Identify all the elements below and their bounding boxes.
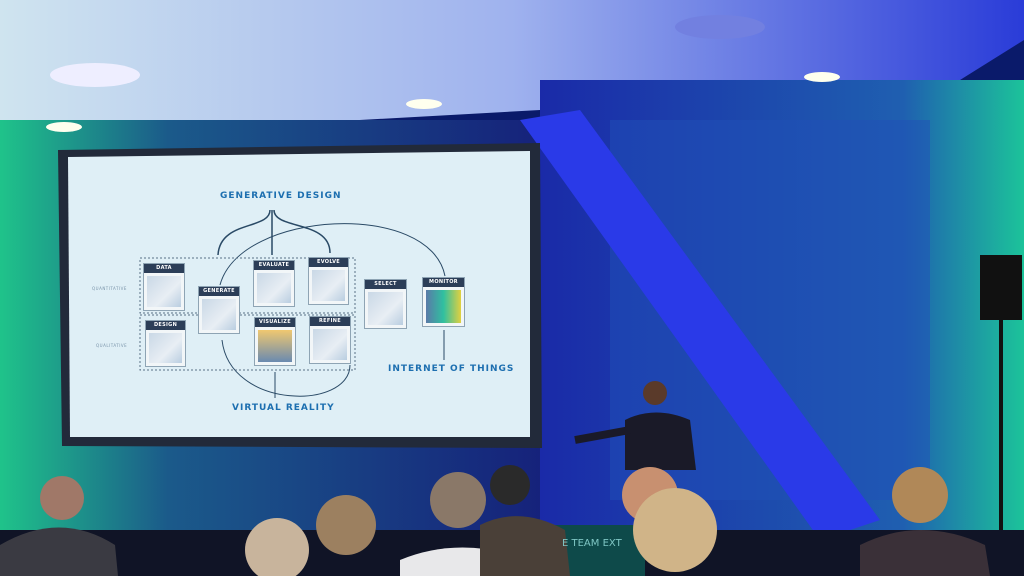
desk-banner [555, 525, 645, 576]
audience-head [40, 476, 84, 520]
presenter-head [643, 381, 667, 405]
box-generate: GENERATE [198, 286, 240, 334]
presenter-body [625, 412, 696, 470]
box-image [149, 333, 182, 363]
box-evolve: EVOLVE [308, 257, 349, 305]
box-data: DATA [143, 263, 185, 311]
ceiling-vent [50, 63, 140, 87]
ceiling-light [46, 122, 82, 132]
box-label: EVALUATE [254, 261, 294, 270]
audience-head [316, 495, 376, 555]
box-label: DESIGN [146, 321, 185, 330]
audience-head [245, 518, 309, 576]
box-image [426, 290, 461, 323]
audience-body [0, 527, 118, 576]
box-image [313, 329, 347, 360]
audience-head [430, 472, 486, 528]
presenter-arm [574, 426, 631, 444]
diagonal-beam [520, 110, 880, 540]
box-label: GENERATE [199, 287, 239, 296]
row-label-qualitative: QUALITATIVE [96, 343, 128, 348]
box-image [258, 330, 292, 362]
box-label: DATA [144, 264, 184, 273]
box-visualize: VISUALIZE [254, 317, 296, 366]
box-select: SELECT [364, 279, 407, 329]
box-image [368, 292, 403, 325]
slide-arrows [217, 209, 331, 256]
audience-head [490, 465, 530, 505]
ceiling-light [804, 72, 840, 82]
box-image [312, 270, 345, 301]
box-refine: REFINE [309, 316, 351, 364]
quantitative-group [139, 257, 356, 314]
ceiling-vent [675, 15, 765, 39]
desk-banner-text: E TEAM EXT [562, 538, 622, 549]
speaker-stand [999, 320, 1003, 550]
audience-body [480, 516, 570, 576]
slide-title-virtual-reality: VIRTUAL REALITY [232, 403, 335, 413]
box-label: SELECT [365, 280, 406, 289]
box-image [147, 276, 181, 307]
box-image [202, 299, 236, 330]
qualitative-group [139, 314, 356, 371]
box-label: VISUALIZE [255, 318, 295, 327]
slide-title-internet-of-things: INTERNET OF THINGS [388, 364, 515, 374]
box-evaluate: EVALUATE [253, 260, 295, 307]
ceiling-light [406, 99, 442, 109]
audience-body [860, 530, 990, 576]
ceiling [0, 0, 1024, 140]
box-image [257, 273, 291, 303]
box-label: EVOLVE [309, 258, 348, 267]
audience-head [892, 467, 948, 523]
slide-connectors [219, 223, 446, 398]
row-label-quantitative: QUANTITATIVE [92, 286, 127, 291]
audience-head [633, 488, 717, 572]
box-design: DESIGN [145, 320, 186, 367]
speaker [980, 255, 1022, 320]
box-monitor: MONITOR [422, 277, 465, 327]
slide-title-generative-design: GENERATIVE DESIGN [220, 191, 342, 201]
box-label: REFINE [310, 317, 350, 326]
box-label: MONITOR [423, 278, 464, 287]
